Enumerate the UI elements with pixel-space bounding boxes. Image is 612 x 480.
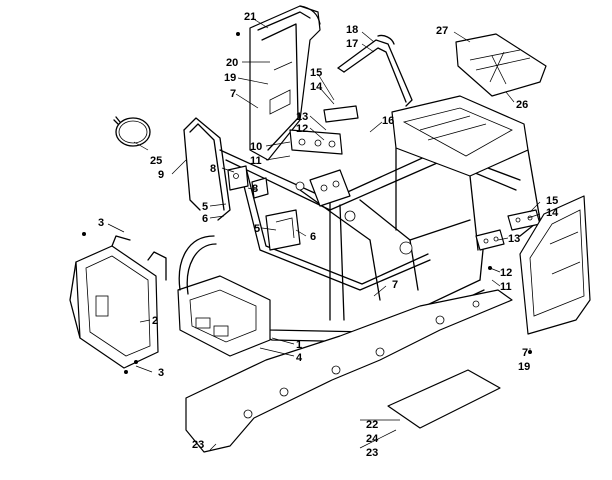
callout-21: 21	[244, 11, 256, 23]
callout-6: 6	[310, 231, 316, 243]
callout-7: 7	[522, 347, 528, 359]
callout-19: 19	[224, 72, 236, 84]
floor-plate-part	[185, 289, 513, 453]
callout-12: 12	[296, 123, 308, 135]
callout-11: 11	[250, 155, 262, 167]
callout-23: 23	[192, 439, 204, 451]
hose-clamp-part	[113, 116, 151, 147]
callout-1: 1	[296, 339, 302, 351]
callout-17: 17	[346, 38, 358, 50]
callout-9: 9	[158, 169, 164, 181]
callout-10: 10	[250, 141, 262, 153]
callout-8: 8	[210, 163, 216, 175]
callout-3: 3	[158, 367, 164, 379]
callout-7: 7	[392, 279, 398, 291]
callout-18: 18	[346, 24, 358, 36]
front-guard-part	[69, 235, 167, 369]
callout-20: 20	[226, 57, 238, 69]
callout-4: 4	[296, 352, 303, 364]
callout-15: 15	[546, 195, 558, 207]
callout-12: 12	[500, 267, 512, 279]
seat-back-part	[249, 5, 321, 161]
callout-27: 27	[436, 25, 448, 37]
callout-11: 11	[500, 281, 512, 293]
callout-24: 24	[366, 433, 379, 445]
callout-13: 13	[508, 233, 520, 245]
callout-3: 3	[98, 217, 104, 229]
callout-6: 6	[202, 213, 208, 225]
callout-23: 23	[366, 447, 378, 459]
right-side-panel-part	[519, 195, 591, 335]
callout-14: 14	[310, 81, 323, 93]
callout-22: 22	[366, 419, 378, 431]
corner-panel-part	[455, 33, 547, 97]
callout-8: 8	[252, 183, 258, 195]
callout-labels: 21 20 19 7 18 17 27 26 15 14 13 12 16 10…	[98, 11, 559, 459]
hardware-dots	[82, 32, 532, 374]
callout-15: 15	[310, 67, 322, 79]
callout-5: 5	[254, 223, 260, 235]
callout-16: 16	[382, 115, 394, 127]
callout-5: 5	[202, 201, 208, 213]
roll-bar-part	[337, 34, 413, 107]
leader-lines	[107, 17, 541, 451]
callout-7: 7	[230, 88, 236, 100]
callout-25: 25	[150, 155, 162, 167]
callout-19: 19	[518, 361, 530, 373]
callout-14: 14	[546, 207, 559, 219]
callout-13: 13	[296, 111, 308, 123]
callout-2: 2	[152, 315, 158, 327]
main-frame-part	[177, 95, 541, 357]
callout-26: 26	[516, 99, 528, 111]
